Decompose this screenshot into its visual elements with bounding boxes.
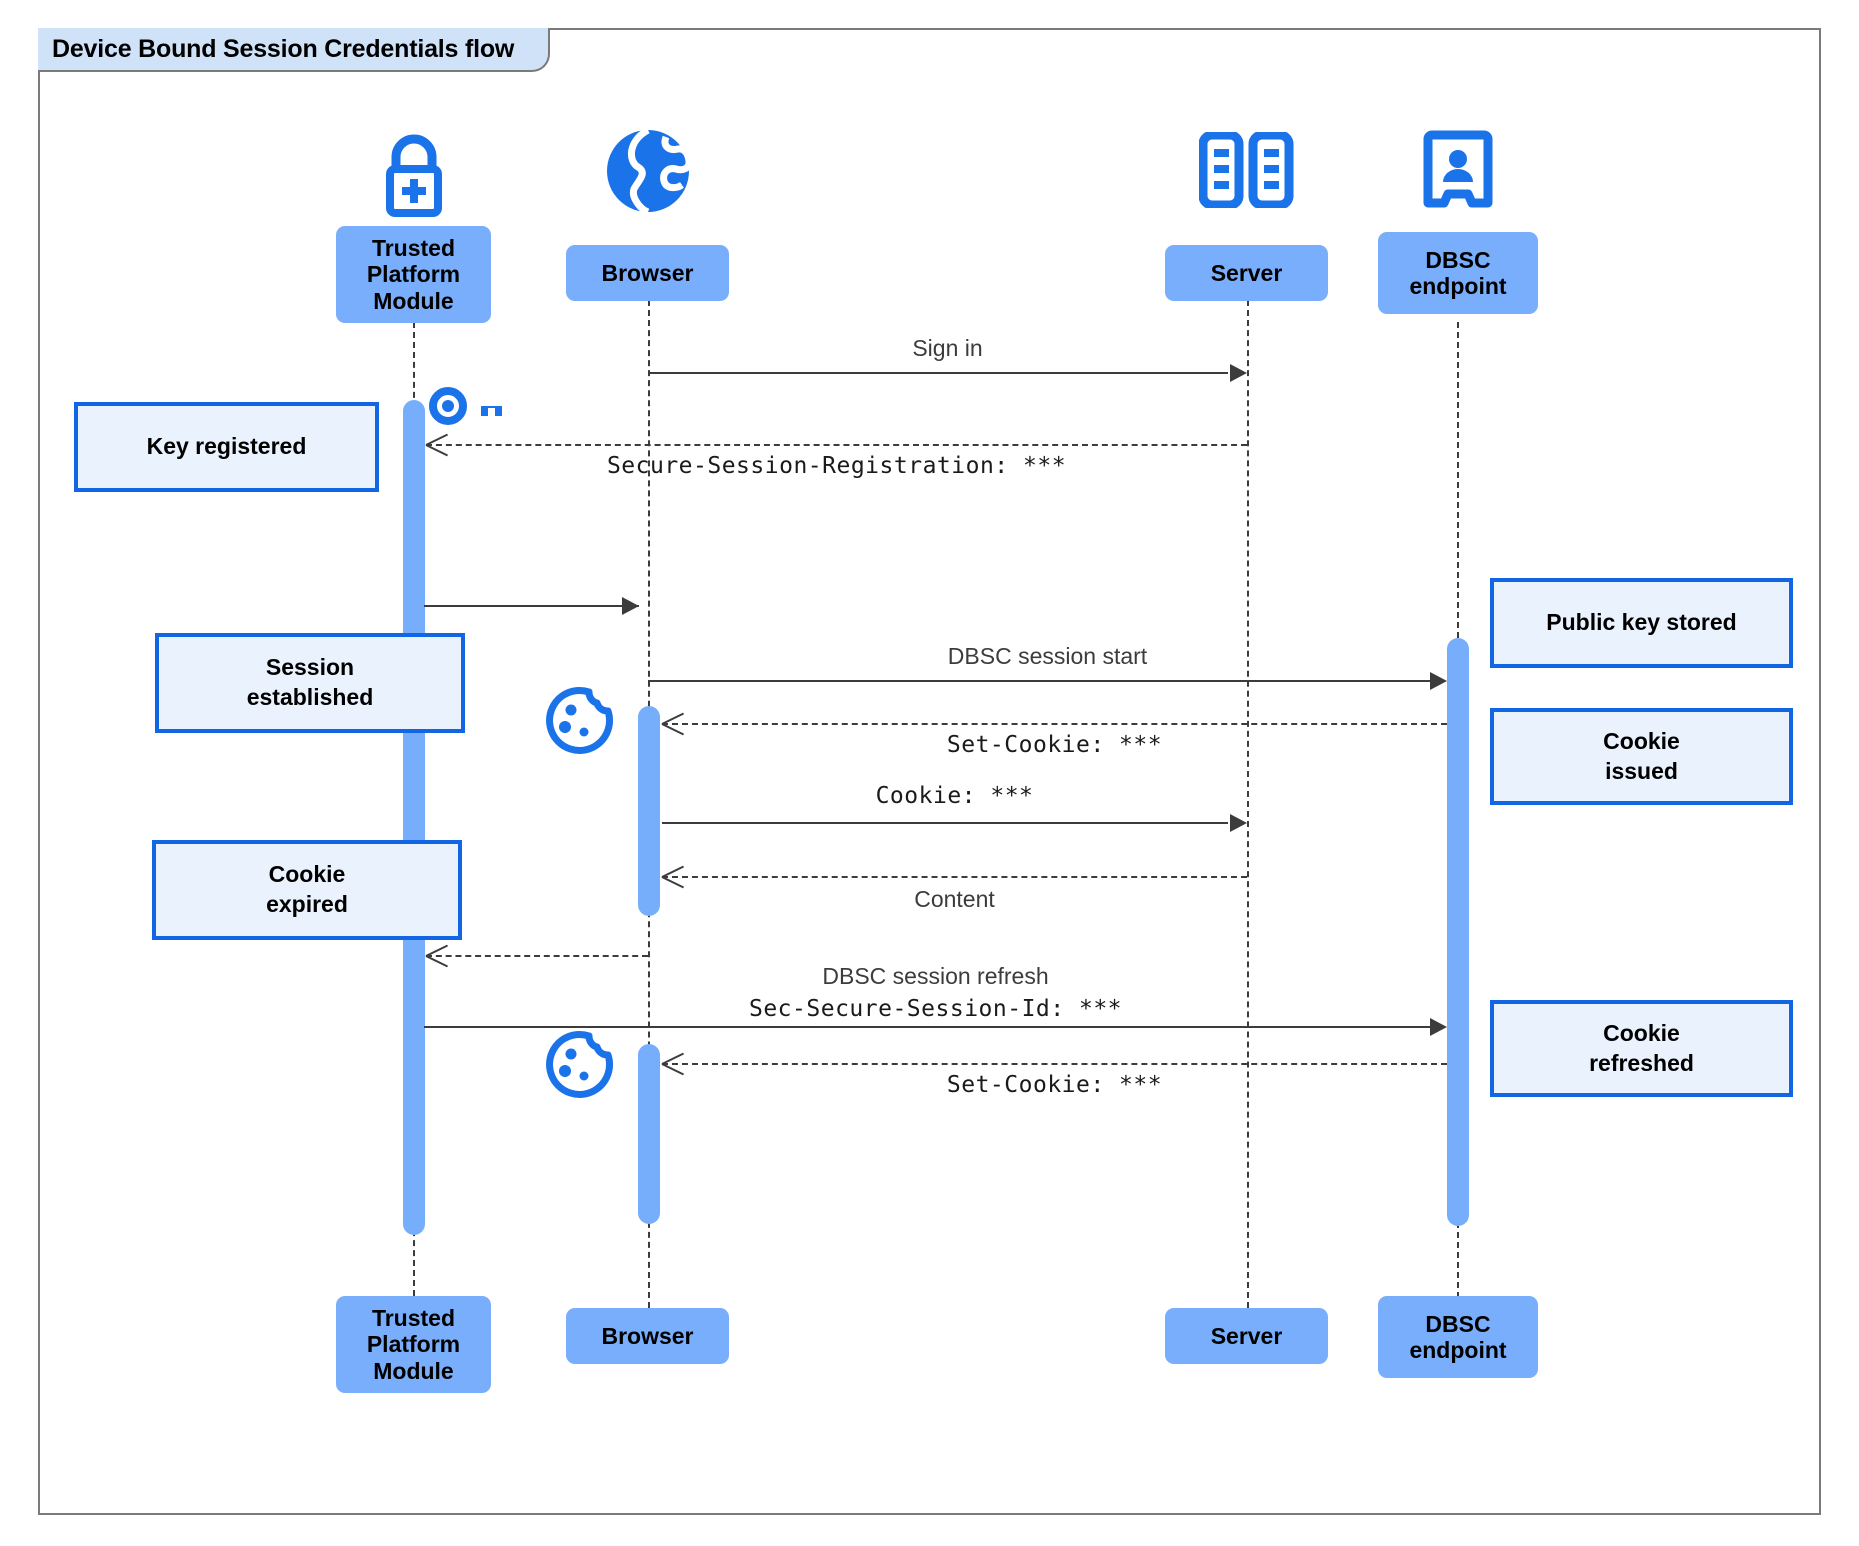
lifeline-server xyxy=(1247,290,1249,1308)
key-icon xyxy=(428,382,506,430)
participant-dbsc-top[interactable]: DBSC endpoint xyxy=(1378,232,1538,314)
message-line-sign-in xyxy=(648,372,1228,374)
message-label-dbsc-session-refresh: DBSC session refresh xyxy=(822,963,1049,989)
globe-icon xyxy=(604,126,693,216)
participant-label: Server xyxy=(1210,1322,1283,1349)
id-badge-person-icon xyxy=(1423,130,1493,212)
note-label: Key registered xyxy=(146,433,307,460)
message-line-content xyxy=(662,876,1247,878)
participant-label: Server xyxy=(1210,259,1283,286)
arrowhead-right-icon xyxy=(1230,814,1247,832)
note-cookie-issued: Cookie issued xyxy=(1490,708,1793,805)
activation-browser-1 xyxy=(638,706,660,916)
participant-label: DBSC endpoint xyxy=(1409,1310,1507,1363)
message-label-cookie: Cookie: *** xyxy=(875,783,1034,809)
activation-dbsc xyxy=(1447,638,1469,1226)
message-label-set-cookie-1: Set-Cookie: *** xyxy=(946,732,1163,758)
note-label: Session established xyxy=(246,654,374,710)
arrowhead-left-icon xyxy=(662,866,682,886)
note-cookie-expired: Cookie expired xyxy=(152,840,462,940)
message-line-set-cookie-2 xyxy=(662,1063,1447,1065)
message-line-cookie xyxy=(662,822,1228,824)
note-label: Cookie issued xyxy=(1603,727,1680,784)
participant-dbsc-bottom[interactable]: DBSC endpoint xyxy=(1378,1296,1538,1378)
server-racks-icon xyxy=(1198,130,1295,210)
note-label: Cookie refreshed xyxy=(1589,1019,1694,1076)
arrowhead-left-icon xyxy=(662,1053,682,1073)
message-label-sec-secure-session-id: Sec-Secure-Session-Id: *** xyxy=(748,996,1123,1022)
participant-label: Browser xyxy=(601,259,694,286)
padlock-plus-icon xyxy=(368,127,460,219)
message-line-dbsc-session-start xyxy=(648,680,1430,682)
arrowhead-right-icon xyxy=(1430,1018,1447,1036)
message-line-dbsc-session-refresh xyxy=(424,1026,1430,1028)
participant-tpm-bottom[interactable]: Trusted Platform Module xyxy=(336,1296,491,1393)
participant-label: Trusted Platform Module xyxy=(366,1305,461,1384)
diagram-frame-tab: Device Bound Session Credentials flow xyxy=(38,28,551,72)
message-label-secure-session-registration: Secure-Session-Registration: *** xyxy=(606,453,1067,479)
diagram-title: Device Bound Session Credentials flow xyxy=(52,34,515,63)
arrowhead-right-icon xyxy=(1230,364,1247,382)
participant-label: Trusted Platform Module xyxy=(366,235,461,314)
participant-label: Browser xyxy=(601,1322,694,1349)
arrowhead-left-icon xyxy=(426,945,446,965)
message-label-set-cookie-2: Set-Cookie: *** xyxy=(946,1072,1163,1098)
cookie-icon xyxy=(544,1030,614,1100)
message-line-tpm-to-browser xyxy=(424,605,639,607)
activation-browser-2 xyxy=(638,1044,660,1224)
note-public-key-stored: Public key stored xyxy=(1490,578,1793,668)
note-session-established: Session established xyxy=(155,633,465,733)
message-label-sign-in: Sign in xyxy=(912,335,983,361)
arrowhead-right-icon xyxy=(622,597,639,615)
participant-tpm-top[interactable]: Trusted Platform Module xyxy=(336,226,491,323)
participant-browser-top[interactable]: Browser xyxy=(566,245,729,301)
participant-browser-bottom[interactable]: Browser xyxy=(566,1308,729,1364)
cookie-icon xyxy=(544,686,614,756)
activation-tpm xyxy=(403,400,425,1235)
note-label: Public key stored xyxy=(1546,609,1737,636)
message-label-dbsc-session-start: DBSC session start xyxy=(947,643,1148,669)
note-cookie-refreshed: Cookie refreshed xyxy=(1490,1000,1793,1097)
note-key-registered: Key registered xyxy=(74,402,379,492)
note-label: Cookie expired xyxy=(266,861,348,917)
message-label-content: Content xyxy=(914,886,995,912)
participant-server-top[interactable]: Server xyxy=(1165,245,1328,301)
message-line-set-cookie-1 xyxy=(662,723,1447,725)
message-line-browser-to-tpm xyxy=(426,955,648,957)
message-line-secure-session-registration xyxy=(426,444,1247,446)
arrowhead-left-icon xyxy=(662,713,682,733)
participant-server-bottom[interactable]: Server xyxy=(1165,1308,1328,1364)
arrowhead-left-icon xyxy=(426,434,446,454)
participant-label: DBSC endpoint xyxy=(1409,246,1507,299)
arrowhead-right-icon xyxy=(1430,672,1447,690)
